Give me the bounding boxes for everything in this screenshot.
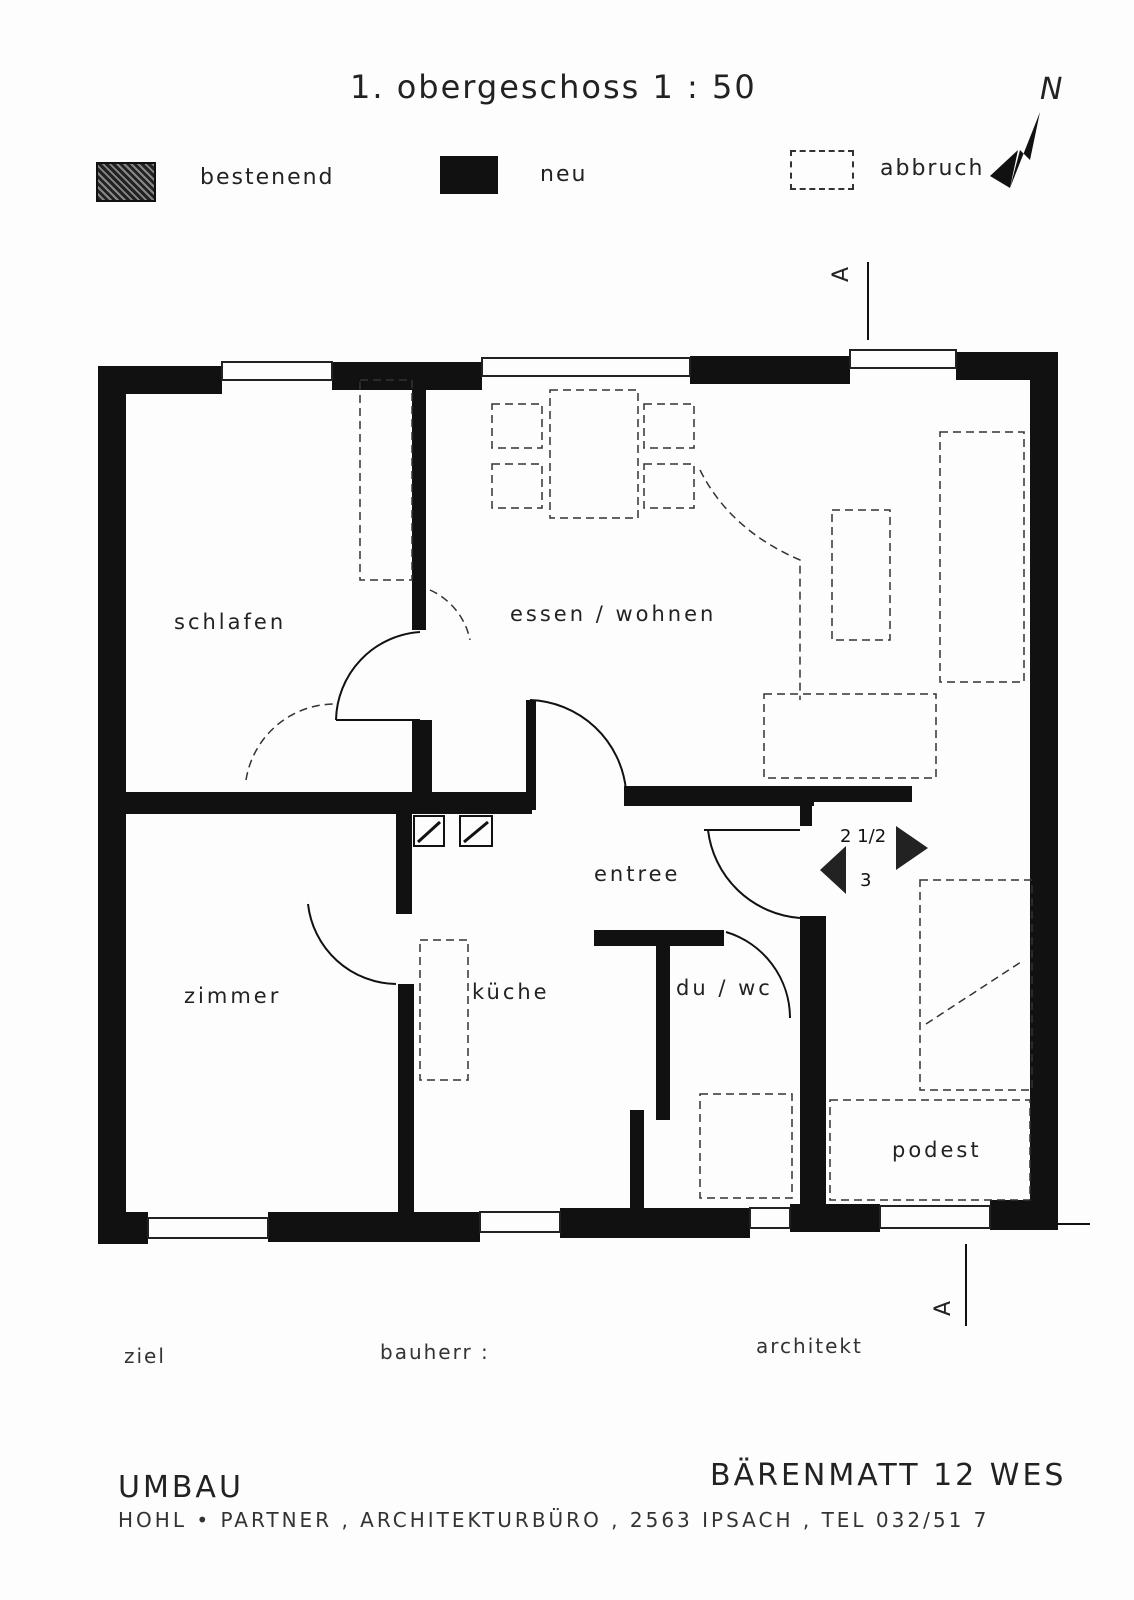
project-address: BÄRENMATT 12 WES: [710, 1458, 1067, 1493]
footer-architekt: architekt: [756, 1334, 863, 1358]
wall-schlafen-east: [412, 390, 426, 630]
dining-table: [549, 389, 639, 519]
door-stair: [707, 829, 801, 919]
legend-existing-swatch: [96, 162, 156, 202]
wall-zimmer-east: [398, 984, 414, 1218]
stair-label-lower: 3: [860, 870, 872, 891]
stair-arrow-down-icon: [820, 846, 846, 894]
wall-bottom-4: [790, 1204, 880, 1232]
stair-flight: [919, 879, 1033, 1091]
furniture: [245, 379, 1033, 1201]
room-kueche: küche: [472, 980, 550, 1004]
window-podest: [879, 1205, 991, 1229]
wall-stair-west: [800, 916, 826, 1206]
footer-ziel: ziel: [124, 1344, 166, 1368]
plan-title: 1. obergeschoss 1 : 50: [350, 68, 757, 106]
room-podest: podest: [892, 1138, 982, 1162]
office-info: HOHL • PARTNER , ARCHITEKTURBÜRO , 2563 …: [118, 1508, 990, 1532]
section-line: [867, 262, 967, 1326]
wall-wc-west: [656, 930, 670, 1120]
wall-bottom-5: [990, 1200, 1058, 1230]
doors: [307, 631, 801, 1019]
room-schlafen: schlafen: [174, 610, 287, 634]
door-schlafen: [335, 631, 421, 721]
stair-label-upper: 2 1/2: [840, 826, 887, 847]
wall-mid-east: [812, 786, 912, 802]
section-label-top: A: [829, 266, 855, 283]
room-entree: entree: [594, 862, 681, 886]
window-wc: [749, 1207, 791, 1229]
wall-bottom-2: [268, 1212, 480, 1242]
podest-area: [829, 1099, 1031, 1201]
wall-mid-west: [112, 792, 532, 814]
legend-new-label: neu: [540, 162, 588, 187]
stove-icon: [413, 815, 445, 847]
wall-stub: [800, 786, 812, 826]
legend-demolition-swatch: [790, 150, 854, 190]
wall-wc-west-2: [630, 1110, 644, 1210]
north-label: N: [1040, 72, 1063, 107]
sofa-bottom: [763, 693, 937, 779]
wall-bottom-3: [560, 1208, 750, 1238]
walls: [98, 352, 1058, 1244]
project-name: UMBAU: [118, 1470, 244, 1505]
room-du-wc: du / wc: [676, 976, 773, 1000]
window-schlafen: [221, 361, 333, 381]
wall-top-3: [690, 356, 850, 384]
wall-bottom-1: [112, 1212, 148, 1244]
window-kueche: [479, 1211, 561, 1233]
wall-top-2: [332, 362, 482, 390]
room-essen-wohnen: essen / wohnen: [510, 602, 717, 626]
window-zimmer: [147, 1217, 269, 1239]
room-zimmer: zimmer: [184, 984, 282, 1008]
wall-right: [1030, 352, 1058, 1200]
stair-arrow-up-icon: [896, 826, 928, 870]
legend-demolition-label: abbruch: [880, 156, 985, 181]
coffee-table: [831, 509, 891, 641]
legend-new-swatch: [440, 156, 498, 194]
kitchen-appliances: [413, 815, 493, 847]
wall-mid-center: [624, 786, 814, 806]
footer-bauherr: bauherr :: [380, 1340, 490, 1364]
sofa-right: [939, 431, 1025, 683]
wall-door-jamb: [526, 700, 536, 810]
legend-existing-label: bestenend: [200, 165, 335, 190]
section-label-bottom: A: [931, 1300, 957, 1317]
door-wc: [725, 931, 791, 1019]
wall-schlafen-east-2: [412, 720, 432, 800]
stair-arrows: [820, 826, 928, 894]
wall-kitchen-west: [396, 806, 412, 914]
door-zimmer: [307, 903, 397, 985]
window-wohnen-east: [849, 349, 957, 369]
door-entree: [529, 699, 627, 791]
windows: [147, 349, 991, 1239]
window-wohnen: [481, 357, 691, 377]
sink-icon: [459, 815, 493, 847]
